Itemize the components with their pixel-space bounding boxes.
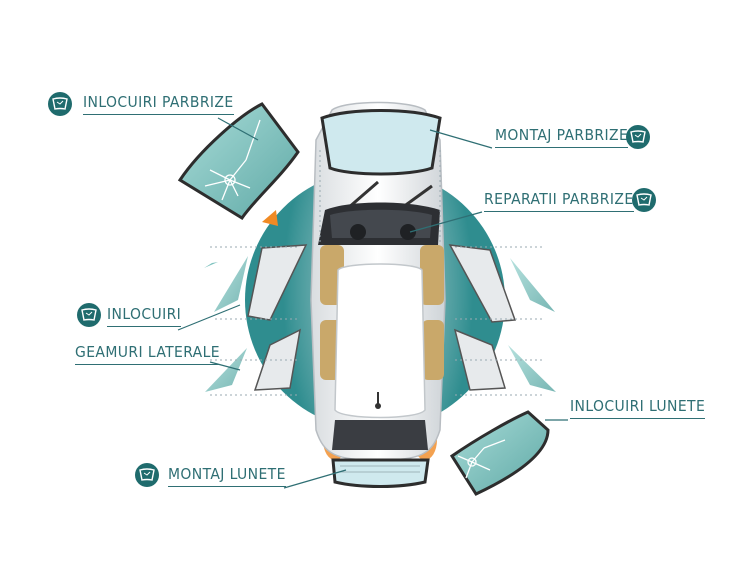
accent-triangle [262, 210, 278, 226]
label-inlocuiri-parbrize: INLOCUIRI PARBRIZE [83, 93, 234, 115]
door-rear-left [253, 328, 301, 391]
windshield-badge-icon [77, 303, 101, 327]
broken-rear-window [449, 410, 550, 496]
leader-geamuri-laterale [209, 361, 241, 371]
trunk [332, 420, 428, 450]
windshield-badge-icon [135, 463, 159, 487]
label-montaj-parbrize: MONTAJ PARBRIZE [495, 126, 629, 148]
side-window-right-1 [510, 258, 555, 312]
label-reparatii-parbrize: REPARATII PARBRIZE [484, 190, 634, 212]
door-front-right [448, 244, 517, 323]
crack-front [204, 119, 261, 201]
side-window-left-2 [205, 348, 247, 392]
windshield-badge-icon [626, 125, 650, 149]
broken-windshield [177, 102, 300, 221]
leader-reparatii-parbrize [409, 211, 483, 233]
label-montaj-lunete: MONTAJ LUNETE [168, 465, 286, 487]
label-inlocuiri-lunete: INLOCUIRI LUNETE [570, 397, 706, 419]
windshield-badge-icon [48, 92, 72, 116]
windshield-badge-icon [632, 188, 656, 212]
car-roof [334, 263, 426, 419]
leader-inlocuiri-parbrize [217, 117, 259, 141]
side-window-right-2 [508, 345, 556, 392]
side-window-left-1 [214, 256, 248, 312]
label-inlocuiri: INLOCUIRI [107, 305, 182, 327]
leader-inlocuiri [177, 304, 241, 331]
leader-montaj-lunete [283, 469, 347, 489]
front-windshield-installed [320, 109, 442, 176]
label-geamuri-laterale: GEAMURI LATERALE [75, 343, 220, 365]
crack-rear [457, 439, 506, 479]
rear-window-installed [331, 458, 430, 488]
leader-montaj-parbrize [429, 129, 493, 149]
